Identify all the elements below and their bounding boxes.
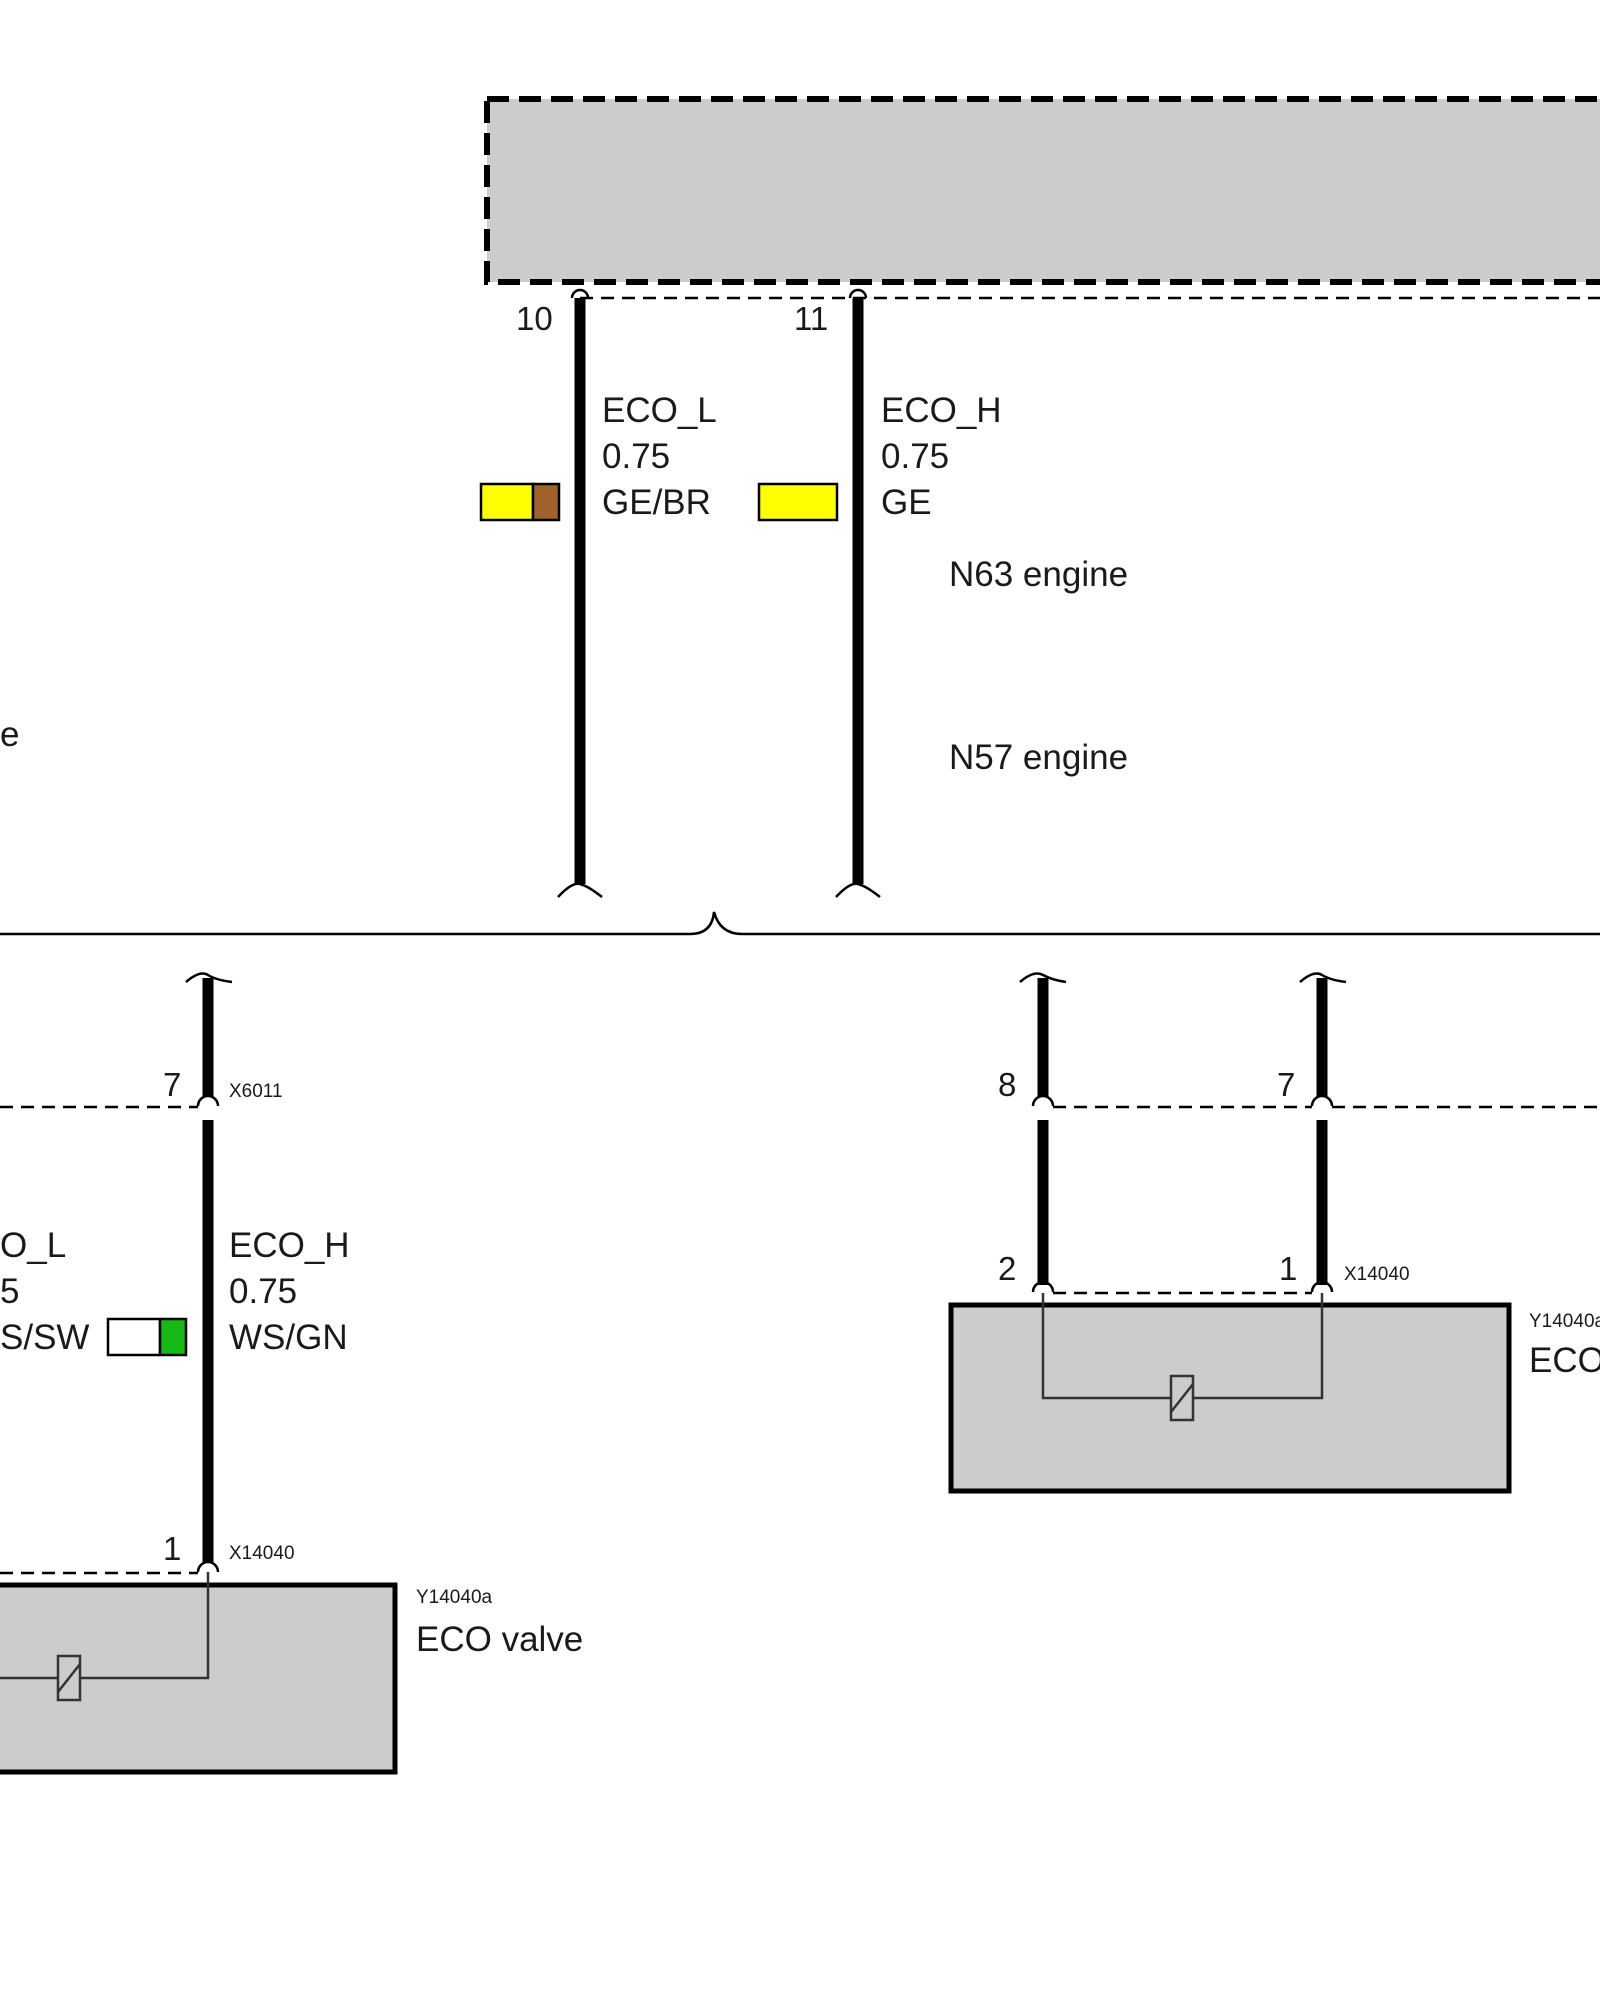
left-eco-valve-internal-wire [80, 1572, 210, 1680]
wire-eco-l-signal: ECO_L [602, 391, 717, 430]
pin-10-label: 10 [516, 300, 553, 337]
left-connector-x14040-pin: 1 [163, 1530, 181, 1567]
left-wire-break [185, 972, 233, 984]
left-connector-x14040-id: X14040 [229, 1543, 295, 1564]
left-connector-x6011-terminal [196, 1094, 220, 1107]
right-connector-x14040-pin-2-label: 2 [998, 1250, 1016, 1287]
left-wire-partial-color-code: S/SW [0, 1318, 89, 1357]
left-connector-x14040-terminal [196, 1560, 220, 1573]
right-wire-8-break [1019, 972, 1067, 984]
right-eco-valve-name-partial: ECO [1529, 1341, 1600, 1380]
variant-label-n63: N63 engine [949, 555, 1128, 594]
variant-label-left-partial: e [0, 715, 19, 754]
pin-11-terminal [848, 288, 868, 299]
left-connector-x6011-pin: 7 [163, 1066, 181, 1103]
left-wire-partial-signal: O_L [0, 1226, 66, 1265]
left-wire-eco-h-swatch-white [106, 1317, 162, 1357]
left-wire-eco-h-size: 0.75 [229, 1272, 297, 1311]
left-wire-partial-size: 5 [0, 1272, 19, 1311]
wire-eco-l-color-code: GE/BR [602, 483, 711, 522]
wire-eco-h-size: 0.75 [881, 437, 949, 476]
right-eco-valve-id: Y14040a [1529, 1311, 1600, 1332]
wire-eco-l-break [557, 882, 603, 898]
right-connector-x14040-pin-1-label: 1 [1279, 1250, 1297, 1287]
wire-eco-h-signal: ECO_H [881, 391, 1002, 430]
right-connector-pin-8-label: 8 [998, 1066, 1016, 1103]
right-eco-valve-internal-wire-right [1193, 1293, 1324, 1400]
wire-eco-h-color-swatch-yellow [757, 482, 839, 522]
wire-eco-l-size: 0.75 [602, 437, 670, 476]
right-connector-pin-7-terminal [1310, 1094, 1334, 1107]
pin-11-label: 11 [794, 300, 828, 337]
wire-eco-h-break [835, 882, 881, 898]
left-eco-valve-name: ECO valve [416, 1620, 583, 1659]
variant-label-n57: N57 engine [949, 738, 1128, 777]
left-wire-eco-h-swatch-green [158, 1317, 188, 1357]
right-connector-x14040-pin-2-terminal [1031, 1280, 1055, 1293]
pin-10-terminal [570, 288, 590, 299]
right-wire-7-break [1299, 972, 1347, 984]
right-eco-valve-coil-slash [1170, 1383, 1194, 1413]
wire-eco-l-color-swatch-yellow [479, 482, 535, 522]
left-connector-x6011-id: X6011 [229, 1081, 283, 1102]
right-connector-pin-7-label: 7 [1277, 1066, 1295, 1103]
right-eco-valve-internal-wire-left [1041, 1293, 1171, 1400]
wire-eco-l-color-swatch-brown [531, 482, 561, 522]
left-wire-eco-h-color-code: WS/GN [229, 1318, 348, 1357]
variant-brace [0, 911, 1600, 936]
right-connector-x14040-id: X14040 [1344, 1264, 1410, 1285]
left-eco-valve-coil-slash [57, 1663, 81, 1693]
control-module-box [484, 96, 1600, 285]
left-eco-valve-id: Y14040a [416, 1587, 493, 1608]
left-wire-eco-h-signal: ECO_H [229, 1226, 350, 1265]
wire-eco-h-color-code: GE [881, 483, 932, 522]
right-connector-pin-8-terminal [1031, 1094, 1055, 1107]
right-connector-x14040-pin-1-terminal [1310, 1280, 1334, 1293]
